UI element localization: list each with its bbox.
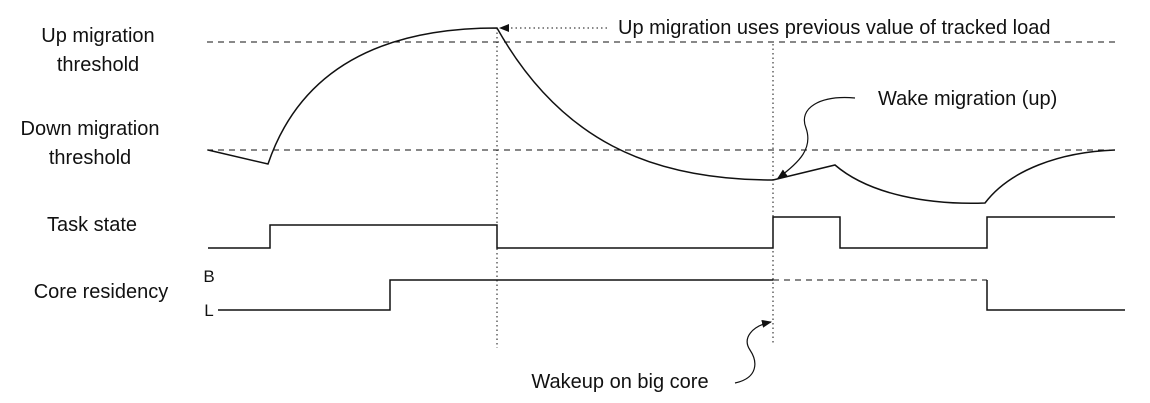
up-threshold-label-line2: threshold [57,54,139,76]
task-state-label: Task state [47,214,137,236]
down-threshold-label-line2: threshold [49,147,131,169]
core-residency-tail [986,280,1125,311]
up-migration-note: Up migration uses previous value of trac… [618,17,1050,39]
core-big-label: B [203,267,214,286]
core-little-label: L [204,301,213,320]
wakeup-big-core-label: Wakeup on big core [531,371,708,393]
up-threshold-label-line1: Up migration [41,25,154,47]
tracked-load-curve [207,27,1116,204]
wakeup-big-core-arrow [734,319,772,384]
wake-migration-arrow [777,96,856,179]
down-threshold-label-line1: Down migration [21,118,160,140]
core-residency-label: Core residency [34,281,169,303]
core-residency-waveform [218,279,773,311]
task-state-waveform [208,216,1115,249]
wake-migration-label: Wake migration (up) [878,88,1057,110]
